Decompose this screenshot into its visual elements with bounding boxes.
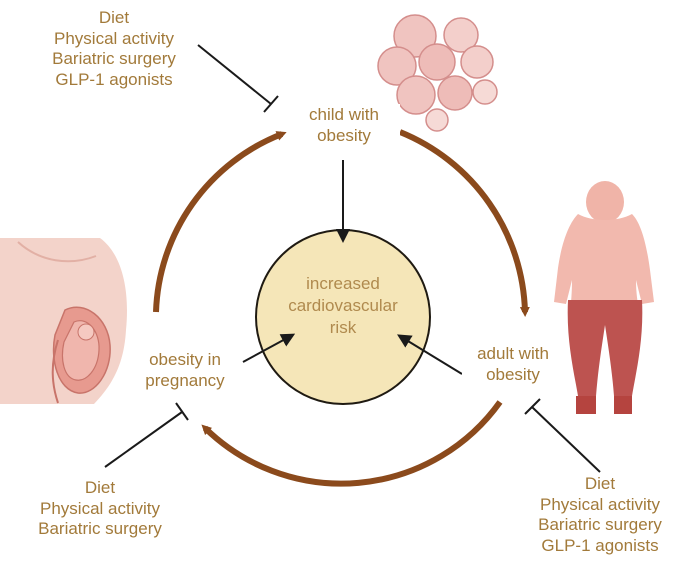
intervention-item: GLP-1 agonists [541, 535, 659, 555]
center-label-increased-cardiovascular-risk: increased cardiovascular risk [263, 273, 423, 339]
fat-cells-illustration [377, 14, 498, 132]
center-line-2: cardiovascular [288, 296, 398, 315]
arrow-adult-to-center [397, 334, 463, 375]
intervention-item: Diet [98, 8, 130, 27]
adult-figure-illustration [554, 181, 654, 414]
node-pregnancy-line-1: obesity in [149, 350, 221, 369]
intervention-item: Bariatric surgery [52, 49, 176, 68]
arrow-adult-to-pregnancy [201, 400, 503, 487]
arrow-pregnancy-to-child [153, 131, 287, 313]
arrow-pregnancy-to-center [242, 333, 296, 363]
intervention-item: Bariatric surgery [538, 515, 662, 534]
intervention-item: Physical activity [40, 498, 160, 518]
intervention-item: Physical activity [54, 28, 174, 48]
intervention-item: Bariatric surgery [38, 519, 162, 538]
node-adult-line-2: obesity [486, 365, 540, 384]
interventions-bottom-left: Diet Physical activity Bariatric surgery [15, 478, 185, 540]
node-pregnancy-line-2: pregnancy [145, 371, 225, 390]
node-child-line-2: obesity [317, 126, 371, 145]
arrow-child-to-adult [398, 129, 530, 317]
intervention-item: Diet [84, 478, 116, 497]
node-obesity-in-pregnancy: obesity in pregnancy [130, 349, 240, 391]
center-line-1: increased [306, 274, 380, 293]
intervention-item: Diet [584, 474, 616, 493]
inhibitor-bottom-right [524, 398, 601, 473]
inhibitor-bottom-left [104, 402, 189, 468]
node-adult-line-1: adult with [477, 344, 549, 363]
pregnant-woman-illustration [0, 238, 127, 404]
interventions-bottom-right: Diet Physical activity Bariatric surgery… [520, 474, 680, 556]
node-child-line-1: child with [309, 105, 379, 124]
intervention-item: Physical activity [540, 494, 660, 514]
node-child-with-obesity: child with obesity [288, 104, 400, 146]
intervention-item: GLP-1 agonists [55, 69, 173, 89]
inhibitor-top-left [197, 44, 279, 113]
center-line-3: risk [329, 318, 357, 337]
interventions-top-left: Diet Physical activity Bariatric surgery… [30, 8, 198, 90]
node-adult-with-obesity: adult with obesity [462, 343, 564, 385]
